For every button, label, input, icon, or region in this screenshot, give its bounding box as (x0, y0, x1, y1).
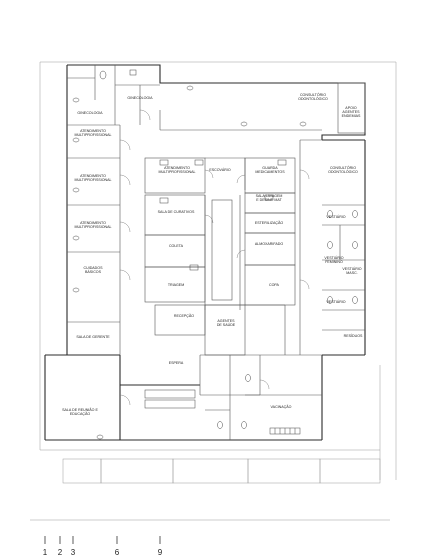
room-copa: COPA (269, 283, 280, 287)
room-triagem: TRIAGEM (168, 283, 184, 287)
room-esterilizacao: ESTERILIZAÇÃO (255, 220, 284, 225)
scale-label-2: 2 (58, 548, 63, 557)
room-recepcao: RECEPÇÃO (174, 313, 194, 318)
room-ginecologia-2: GINECOLOGIA (127, 96, 153, 100)
room-espera: ESPERA (169, 361, 184, 365)
room-sala-curativos: SALA DE CURATIVOS (158, 210, 195, 214)
room-almoxarifado: ALMOXARIFADO (255, 242, 284, 246)
room-residuos: RESÍDUOS (344, 334, 363, 338)
room-escovario: ESCOVÁRIO (209, 168, 231, 172)
room-coleta: COLETA (169, 244, 184, 248)
fixtures (72, 69, 358, 440)
lower-walls (199, 354, 322, 440)
scale-label-9: 9 (158, 548, 163, 557)
scale-label-3: 3 (71, 548, 76, 557)
graphic-scale: 1 2 3 6 9 (43, 536, 163, 557)
left-wing-walls (67, 65, 160, 355)
right-wing-walls (299, 82, 366, 355)
outer-walls (44, 64, 366, 441)
door-swings (119, 109, 310, 406)
room-vestiario-2: VESTIÁRIO (326, 300, 345, 304)
scale-label-6: 6 (115, 548, 120, 557)
site-boundary (30, 61, 397, 521)
room-vacinacao: VACINAÇÃO (271, 404, 292, 409)
room-vestiario-1: VESTIÁRIO (326, 215, 345, 219)
scale-label-1: 1 (43, 548, 48, 557)
room-sala-gerente: SALA DE GERENTE (76, 335, 110, 339)
room-ginecologia-1: GINECOLOGIA (77, 111, 103, 115)
